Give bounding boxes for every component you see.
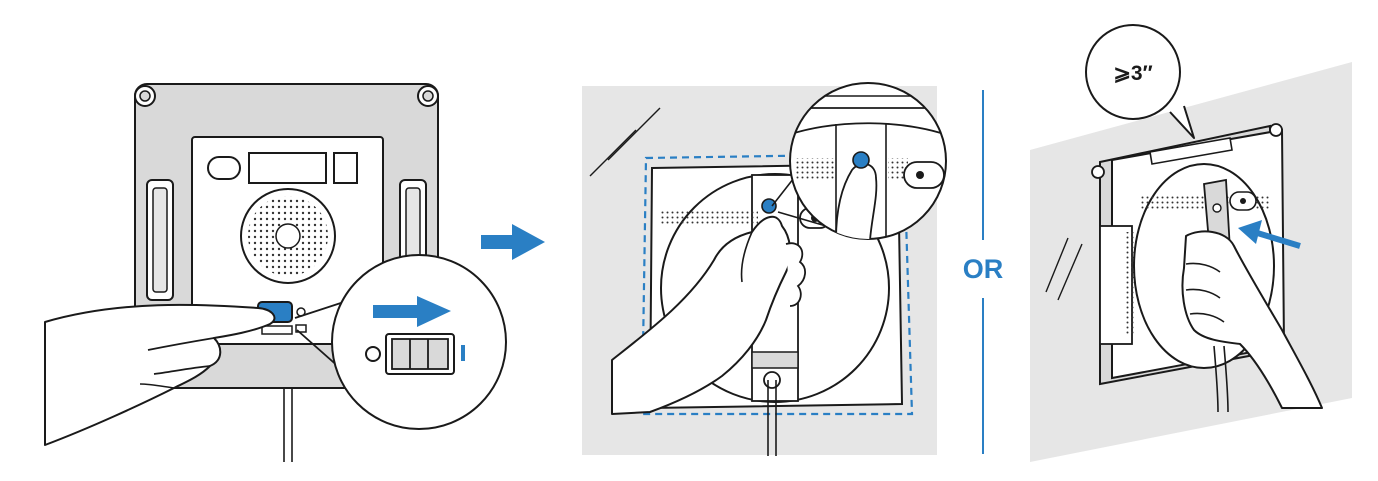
step-2-place-on-window-panel (582, 82, 947, 456)
power-switch-icon (365, 333, 465, 375)
or-separator: OR (963, 90, 1004, 454)
step-3-near-frame-panel: ⩾3″ (1030, 24, 1352, 462)
step-arrow-icon (481, 224, 545, 260)
push-arrow-icon (1238, 220, 1301, 249)
power-cord (1213, 345, 1229, 413)
glass-reflection-icon (589, 107, 661, 177)
hand-holding-robot (611, 216, 806, 415)
power-cord (767, 380, 777, 456)
distance-label: ⩾3″ (1113, 62, 1152, 85)
power-cord (283, 388, 293, 462)
distance-callout: ⩾3″ (1085, 24, 1195, 139)
power-switch-zoom-callout (294, 254, 507, 430)
or-label: OR (963, 254, 1004, 284)
hand-holding-handle (1181, 230, 1323, 409)
glass-reflection-icon (1045, 237, 1083, 301)
hand-pressing-switch (44, 303, 276, 446)
step-1-power-switch-panel (44, 83, 507, 462)
arrow-right-icon (373, 296, 451, 327)
